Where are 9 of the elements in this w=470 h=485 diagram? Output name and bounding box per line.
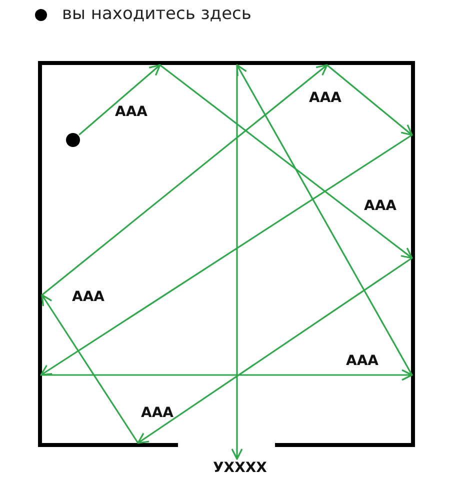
scream-label: AAA [72, 289, 105, 305]
scream-label: AAA [309, 90, 342, 106]
legend-text: вы находитесь здесь [62, 4, 252, 24]
scream-label: AAA [115, 104, 148, 120]
scream-label: AAA [364, 198, 397, 214]
exit-label: УХХХХ [213, 460, 267, 476]
position-dot [66, 133, 80, 147]
scream-label: AAA [346, 353, 379, 369]
scream-label: AAA [141, 405, 174, 421]
